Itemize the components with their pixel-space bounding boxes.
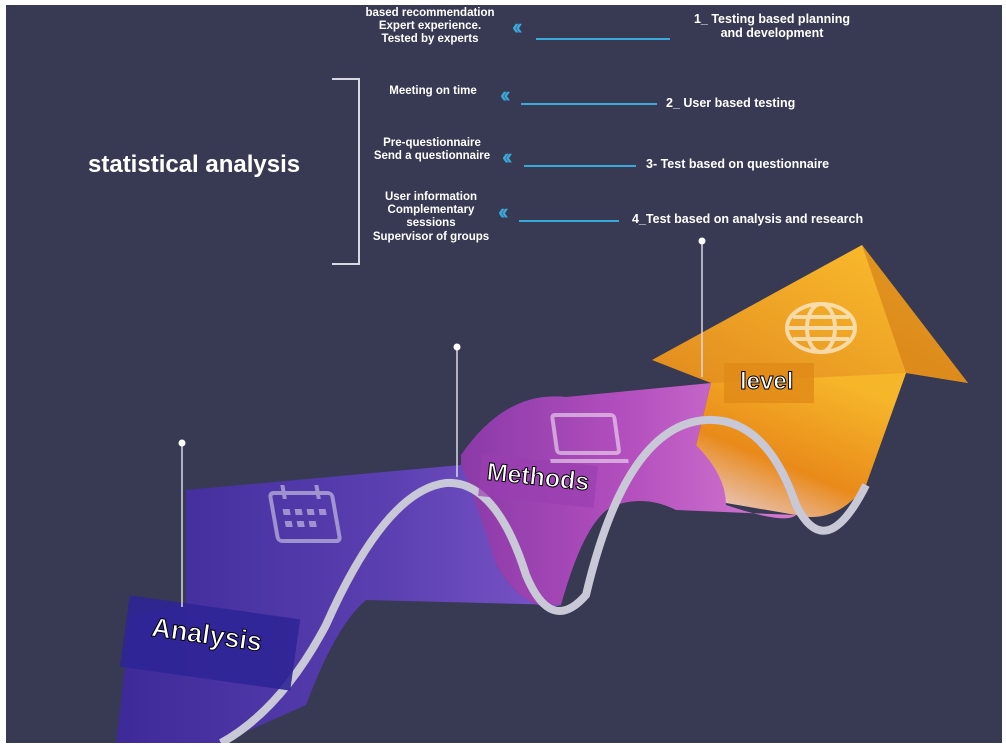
item-3-step: 3- Test based on questionnaire xyxy=(646,157,830,171)
level-band xyxy=(696,373,906,517)
ribbon-edge xyxy=(219,415,870,743)
level-plate xyxy=(724,363,814,403)
group-bracket xyxy=(332,78,360,265)
pin-dots xyxy=(178,237,706,447)
item-4-step: 4_Test based on analysis and research xyxy=(632,212,864,226)
item-2-notes: Meeting on time xyxy=(389,85,477,97)
item-2-connector xyxy=(521,103,657,105)
item-4-connector xyxy=(519,220,619,222)
level-label: level xyxy=(740,368,793,395)
chevron-left-icon: ‹‹ xyxy=(512,14,522,39)
pin-lines xyxy=(181,243,703,607)
methods-plate xyxy=(478,454,598,508)
chevron-left-icon: ‹‹ xyxy=(502,144,512,169)
item-3-notes: Pre-questionnaire Send a questionnaire xyxy=(373,137,491,163)
diagram-canvas: statistical analysis based recommendatio… xyxy=(6,5,1002,743)
item-3-connector xyxy=(524,165,636,167)
calendar-icon xyxy=(268,485,342,543)
item-1-step: 1_ Testing based planning and developmen… xyxy=(693,12,851,41)
group-label: statistical analysis xyxy=(88,151,301,178)
ribbon-illustration: Analysis Methods level xyxy=(116,237,968,743)
analysis-plate xyxy=(119,595,301,691)
item-1-connector xyxy=(536,38,670,40)
item-4-notes: User information Complementary sessions … xyxy=(372,191,490,243)
laptop-icon xyxy=(550,413,629,463)
chevron-left-icon: ‹‹ xyxy=(500,82,510,107)
chevron-left-icon: ‹‹ xyxy=(498,199,508,224)
methods-band xyxy=(461,383,796,607)
globe-icon xyxy=(785,302,857,354)
item-2-step: 2_ User based testing xyxy=(666,96,796,110)
item-1-notes: based recommendation Expert experience. … xyxy=(365,7,495,46)
